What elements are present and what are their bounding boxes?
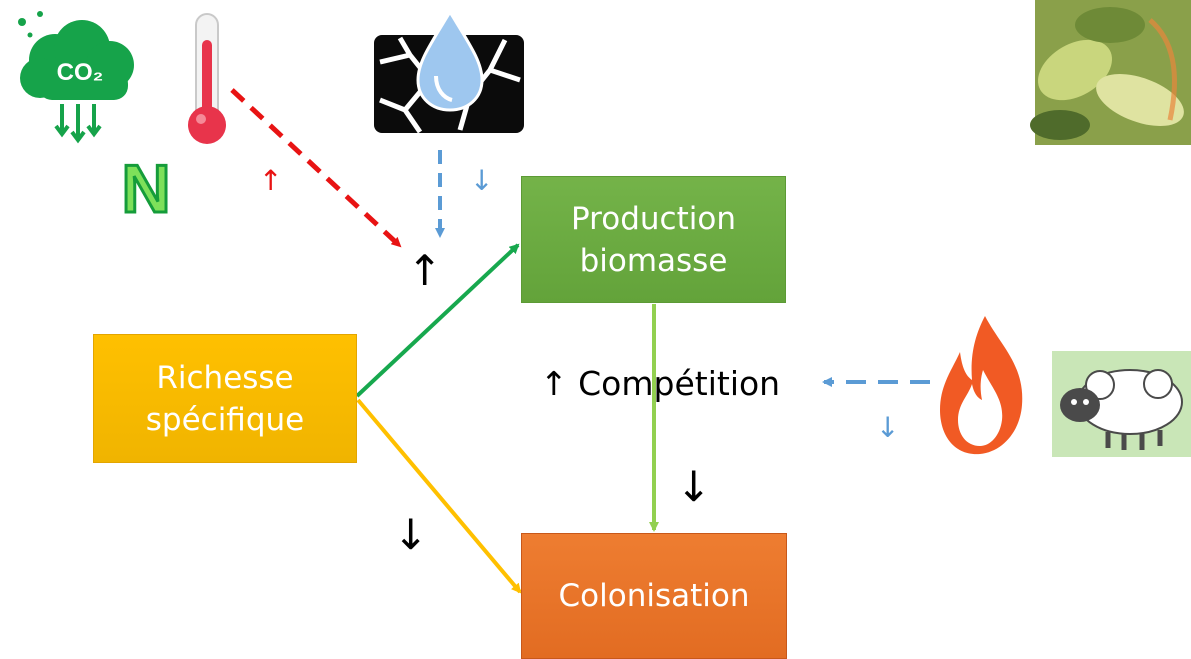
plant-photo — [1030, 0, 1191, 145]
warming-arrow — [230, 88, 402, 248]
richness-to-production-arrow — [355, 243, 520, 398]
fire-icon — [940, 316, 1023, 455]
thermometer-icon — [188, 13, 226, 144]
drought-icon — [374, 9, 524, 134]
richness-to-colonisation-arrow — [356, 398, 522, 594]
production-label-line2: biomasse — [579, 242, 728, 279]
production-label-line1: Production — [571, 200, 736, 237]
richness-production-effect-marker: ↑ — [407, 246, 443, 295]
sheep-icon — [1052, 351, 1191, 457]
nitrogen-icon: N — [121, 151, 170, 227]
colonisation-box: Colonisation — [521, 533, 787, 659]
co2-label: CO₂ — [57, 59, 104, 86]
production-colonisation-effect-marker: ↓ — [676, 462, 712, 511]
drought-effect-marker: ↓ — [470, 164, 494, 197]
production-biomasse-box: Production biomasse — [521, 176, 786, 303]
richesse-specifique-box: Richesse spécifique — [93, 334, 357, 463]
competition-label: ↑ Compétition — [540, 364, 781, 403]
colonisation-label: Colonisation — [558, 578, 750, 614]
disturbance-effect-marker: ↓ — [876, 411, 900, 444]
richesse-label-line1: Richesse — [156, 359, 294, 396]
co2-cloud-icon: CO₂ — [18, 11, 134, 144]
richness-colonisation-effect-marker: ↓ — [393, 510, 429, 559]
richesse-label-line2: spécifique — [145, 401, 305, 438]
warming-effect-marker: ↑ — [259, 164, 283, 197]
